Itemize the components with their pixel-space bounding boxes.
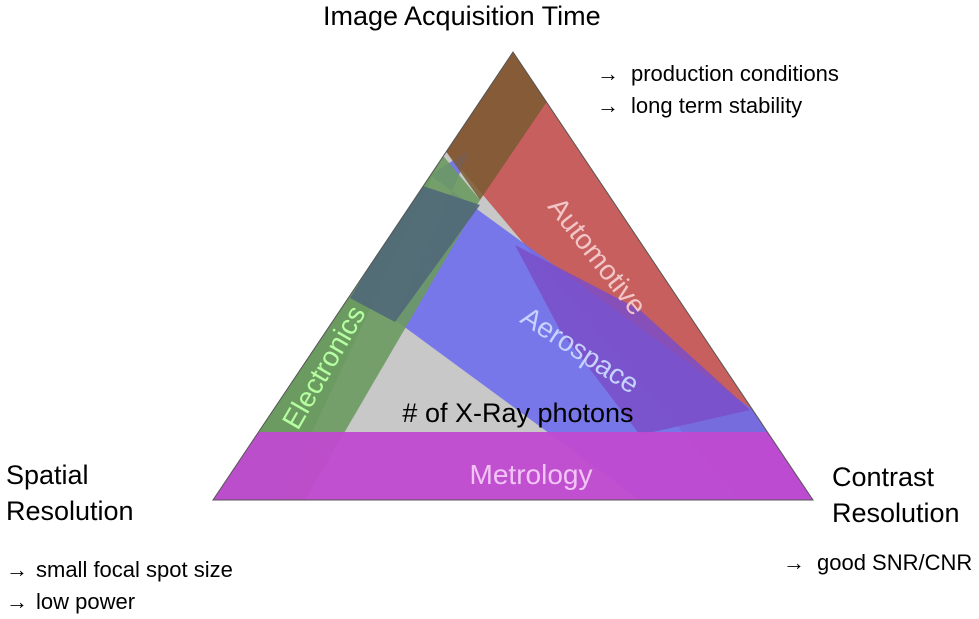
overlap-teal (350, 185, 480, 322)
left-note-item: → small focal spot size (6, 554, 233, 586)
top-notes: → production conditions → long term stabil… (597, 58, 839, 122)
left-note-text: small focal spot size (36, 557, 233, 582)
arrow-right-icon: → (6, 557, 28, 582)
top-note-item: → long term stability (597, 90, 839, 122)
left-title-line1: Spatial (6, 460, 89, 490)
arrow-right-icon: → (597, 61, 619, 86)
center-label: # of X-Ray photons (402, 398, 633, 428)
right-title-line2: Resolution (832, 498, 960, 528)
arrow-right-icon: → (597, 93, 619, 118)
left-note-item: → low power (6, 586, 233, 618)
left-corner-title: Spatial Resolution (6, 457, 134, 529)
right-corner-title: Contrast Resolution (832, 459, 960, 531)
right-notes: → good SNR/CNR (783, 547, 972, 579)
overlap-top (445, 52, 548, 200)
top-note-item: → production conditions (597, 58, 839, 90)
left-title-line2: Resolution (6, 496, 134, 526)
top-note-text: long term stability (631, 93, 803, 118)
metrology-label: Metrology (470, 459, 593, 490)
top-note-text: production conditions (631, 61, 839, 86)
left-note-text: low power (36, 589, 136, 614)
right-note-item: → good SNR/CNR (783, 547, 972, 579)
right-note-text: good SNR/CNR (817, 550, 973, 575)
metrology-zone (213, 432, 813, 500)
left-notes: → small focal spot size → low power (6, 554, 233, 618)
overlap-purple (515, 245, 750, 435)
triangle-outline (212, 51, 814, 501)
right-title-line1: Contrast (832, 462, 935, 492)
top-corner-title: Image Acquisition Time (323, 1, 601, 31)
arrow-right-icon: → (783, 550, 805, 575)
arrow-right-icon: → (6, 589, 28, 614)
